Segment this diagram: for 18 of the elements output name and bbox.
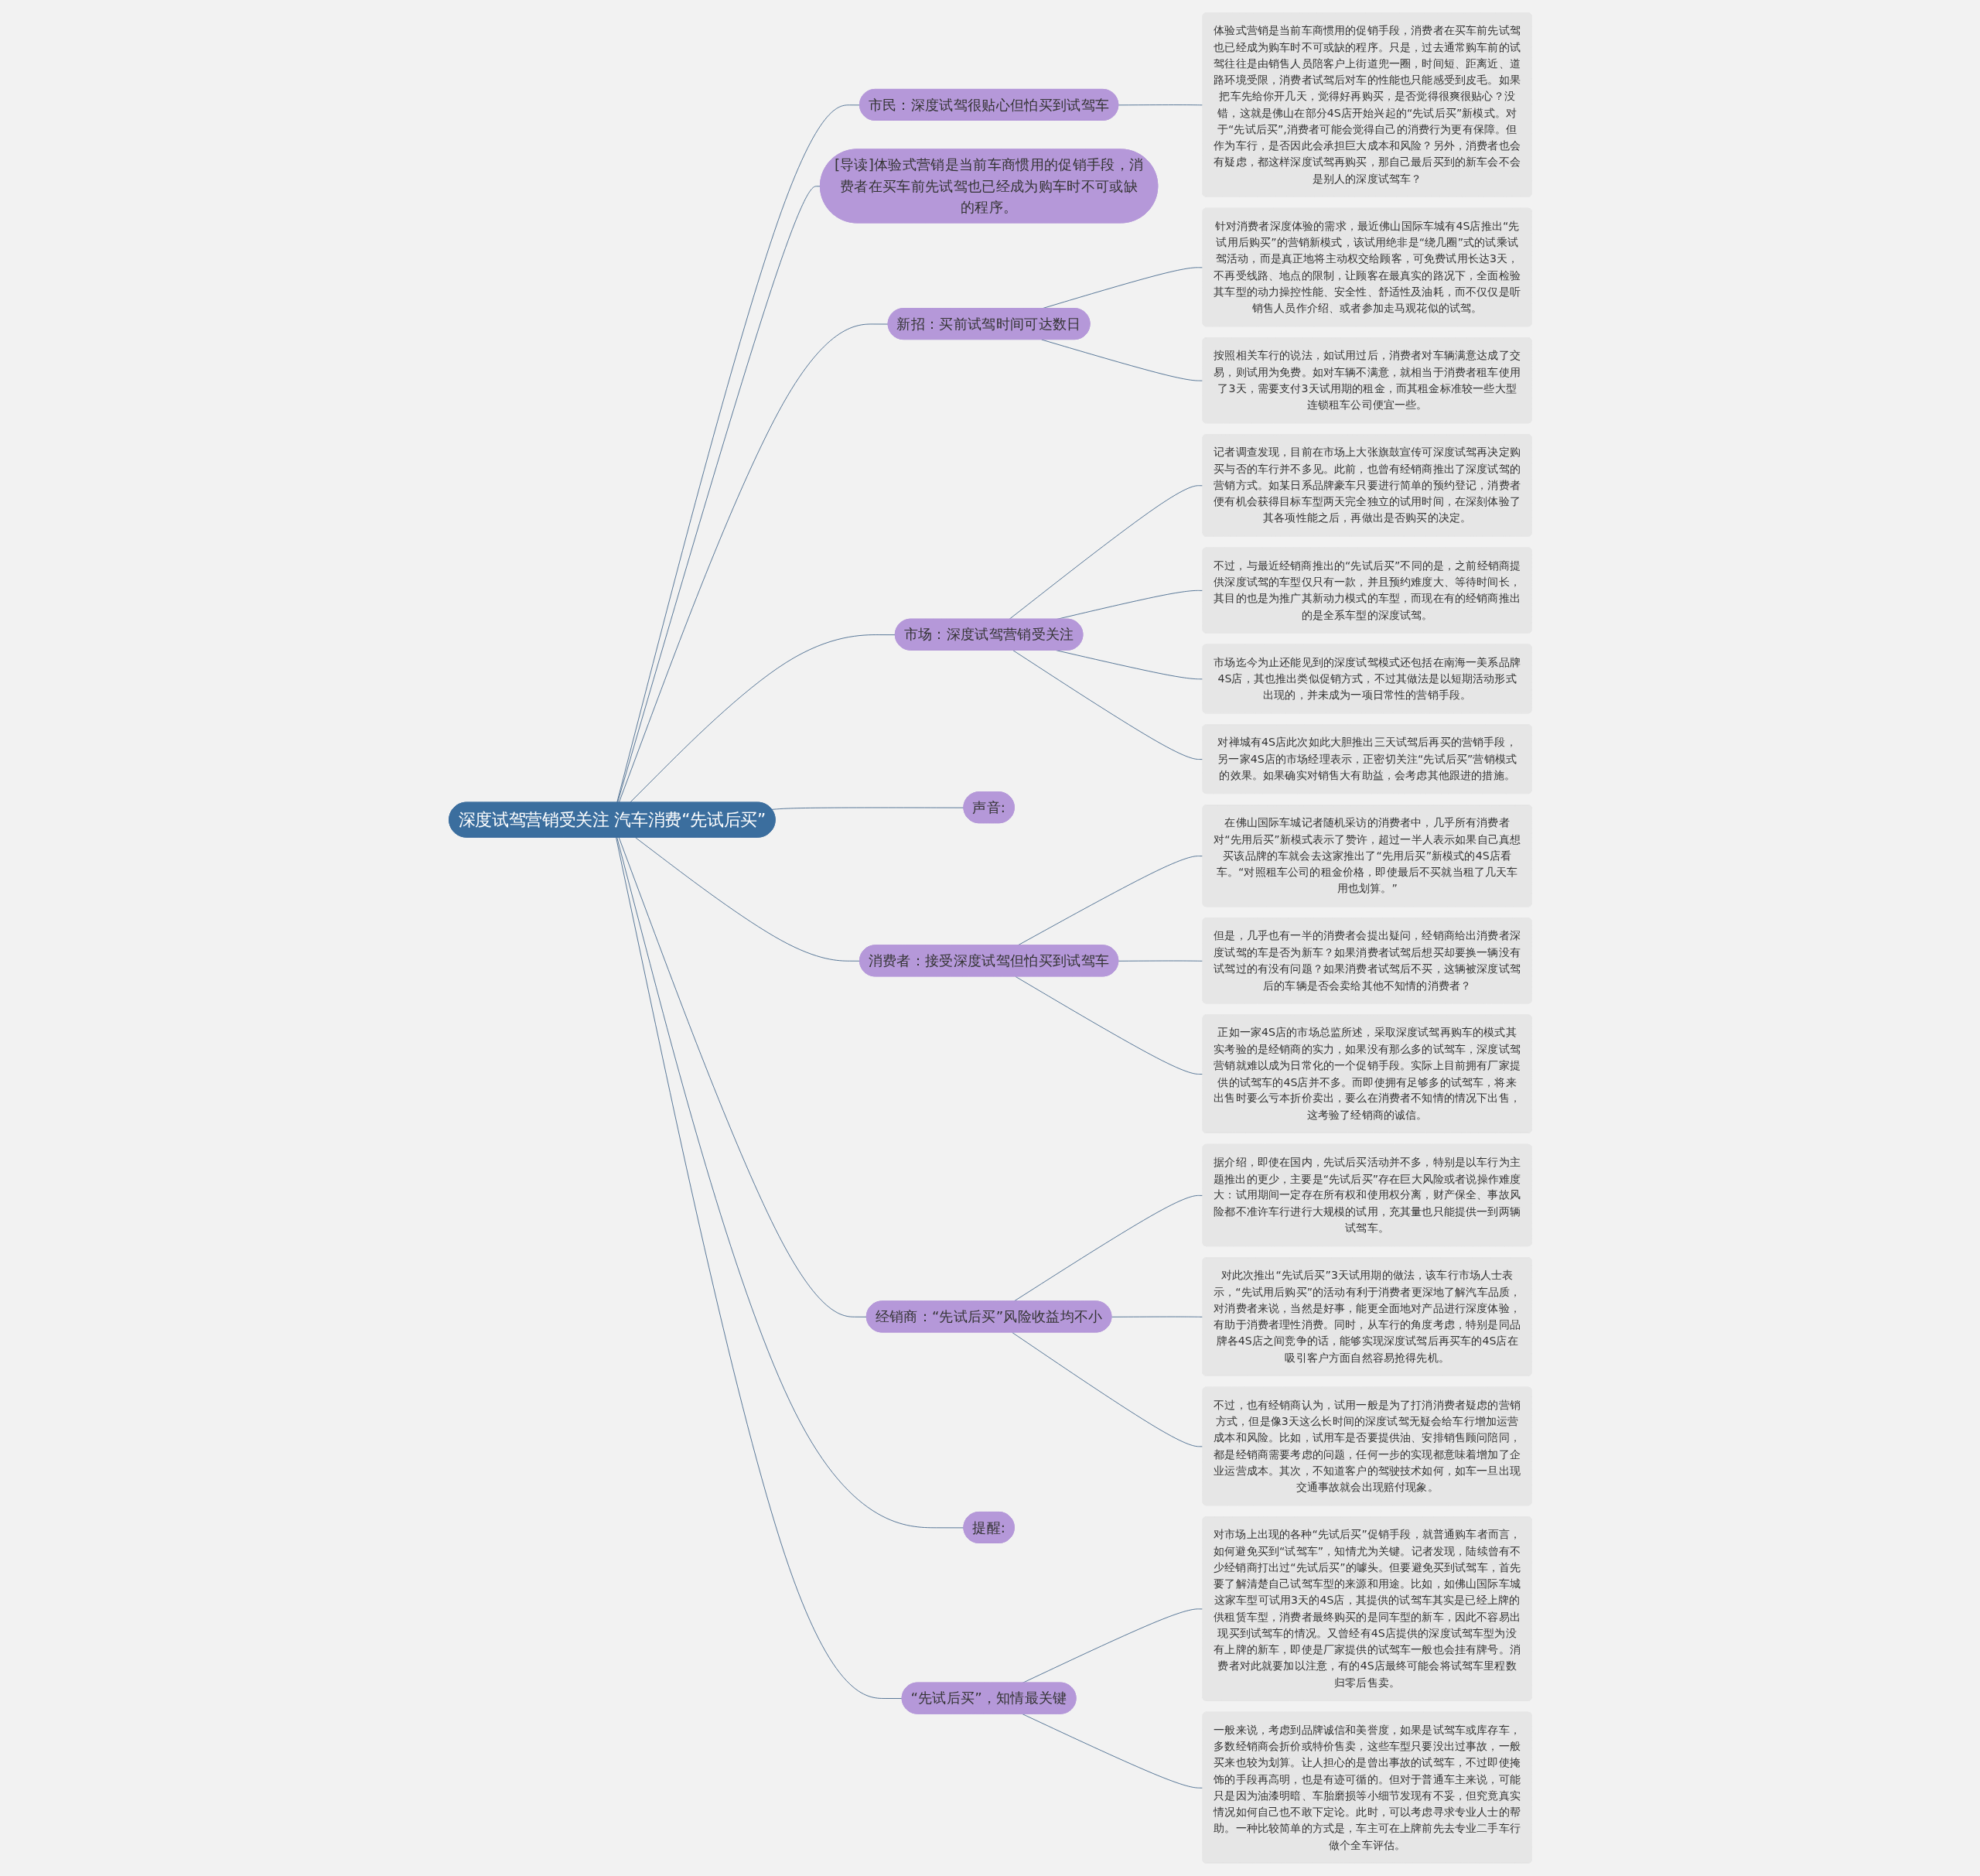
connector	[615, 837, 903, 1699]
connector	[618, 837, 867, 1317]
connector	[771, 807, 964, 810]
connector	[629, 634, 896, 803]
connector	[1008, 485, 1203, 620]
connector	[1040, 339, 1203, 381]
connector	[616, 186, 821, 803]
connector	[616, 104, 860, 803]
connector	[1012, 650, 1203, 760]
connector	[618, 323, 889, 803]
connector	[1011, 1331, 1203, 1447]
connector	[1118, 960, 1203, 962]
connector	[1015, 976, 1203, 1075]
connector	[634, 837, 860, 962]
connector	[616, 837, 964, 1529]
connector	[1022, 1714, 1203, 1789]
connector	[1111, 1316, 1203, 1317]
connector	[1118, 104, 1203, 106]
